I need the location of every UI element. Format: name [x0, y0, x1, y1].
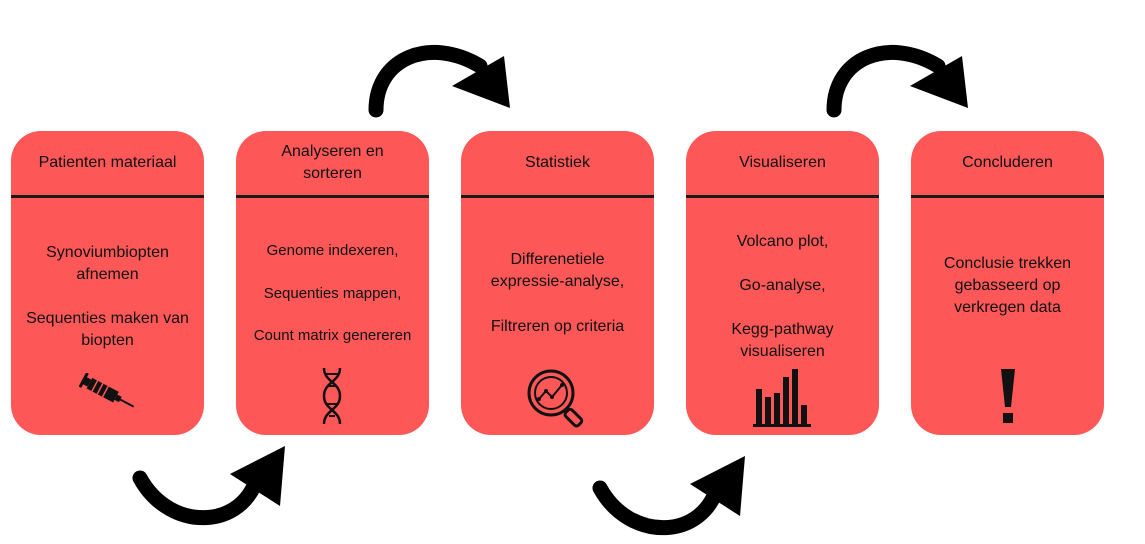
step-title: Patienten materiaal: [38, 154, 177, 171]
arrow-bottom-1: [132, 446, 285, 526]
step-line: Go-analyse,: [739, 277, 826, 294]
arrow-top-2: [826, 44, 968, 118]
step-line: Count matrix genereren: [253, 327, 412, 344]
step-card-analyseren: Analyseren en sorteren Genome indexeren,…: [236, 131, 429, 435]
step-card-visualiseren: Visualiseren Volcano plot, Go-analyse, K…: [686, 131, 879, 435]
step-card-patienten: Patienten materiaal Synoviumbiopten afne…: [11, 131, 204, 435]
step-line: Kegg-pathway: [731, 321, 834, 338]
divider: [911, 195, 1104, 198]
step-line: gebasseerd op: [954, 277, 1061, 294]
step-card-concluderen: Concluderen Conclusie trekken gebasseerd…: [911, 131, 1104, 435]
step-title: Analyseren en sorteren: [281, 143, 384, 182]
step-line: Sequenties maken van: [26, 310, 189, 327]
magnifier-chart-icon: [527, 369, 584, 428]
divider: [461, 195, 654, 198]
step-line: expressie-analyse,: [490, 273, 625, 290]
step-line: biopten: [81, 332, 134, 349]
step-line: Genome indexeren,: [266, 242, 399, 259]
step-card-statistiek: Statistiek Differenetiele expressie-anal…: [461, 131, 654, 435]
syringe-icon: [78, 373, 135, 408]
step-title: Statistiek: [525, 154, 590, 171]
divider: [11, 195, 204, 198]
step-line: Volcano plot,: [736, 233, 829, 250]
step-title: Visualiseren: [739, 154, 826, 171]
step-line: visualiseren: [740, 343, 825, 360]
step-line: Differenetiele: [510, 251, 605, 268]
step-line: Conclusie trekken: [943, 255, 1072, 272]
step-line: verkregen data: [954, 299, 1061, 316]
bar-chart-icon: [753, 369, 811, 427]
step-line: afnemen: [76, 266, 139, 283]
step-line: Sequenties mappen,: [263, 285, 402, 302]
divider: [236, 195, 429, 198]
arrow-top-1: [368, 44, 510, 118]
exclamation-icon: [1001, 369, 1015, 423]
arrow-bottom-2: [592, 456, 745, 536]
step-title: Concluderen: [962, 154, 1053, 171]
dna-icon: [322, 367, 342, 425]
step-line: Filtreren op criteria: [490, 318, 625, 335]
divider: [686, 195, 879, 198]
step-line: Synoviumbiopten: [46, 244, 169, 261]
